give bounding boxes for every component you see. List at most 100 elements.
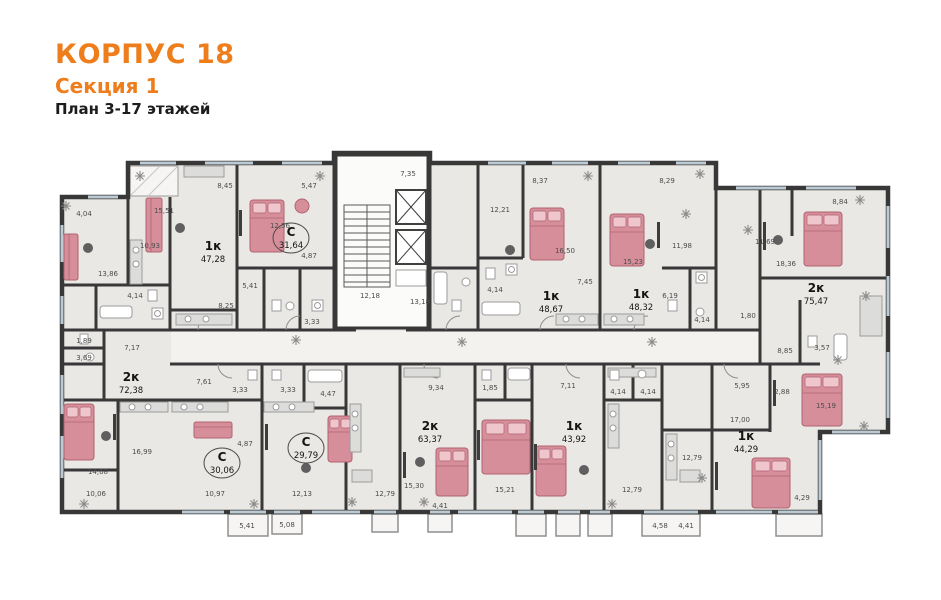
- dimension-label: 1,89: [76, 337, 92, 345]
- dimension-label: 8,85: [777, 347, 793, 355]
- bed-icon: [535, 445, 567, 497]
- kitchen-counter: [607, 403, 620, 449]
- plant-icon: [347, 497, 357, 507]
- dimension-label: 14,68: [88, 468, 108, 476]
- bathtub-icon: [507, 367, 531, 381]
- table-icon: [175, 223, 185, 233]
- dimension-label: 4,41: [432, 502, 448, 510]
- bathtub-icon: [433, 271, 448, 305]
- section-title: Секция 1: [55, 73, 160, 98]
- dimension-label: 7,61: [196, 378, 212, 386]
- apartment-type: 1к: [633, 287, 650, 301]
- plant-icon: [583, 171, 593, 181]
- dimension-label: 8,37: [532, 177, 548, 185]
- bed-icon: [63, 403, 95, 461]
- sofa-icon: [193, 421, 233, 439]
- balcony: [371, 513, 399, 533]
- dimension-label: 11,98: [672, 242, 692, 250]
- apartment-area: 48,32: [629, 303, 653, 313]
- dimension-label: 12,13: [292, 490, 312, 498]
- plant-icon: [61, 201, 71, 211]
- dimension-label: 16,50: [555, 247, 575, 255]
- apartment-label: 1к 43,92: [562, 419, 586, 445]
- plant-icon: [695, 169, 705, 179]
- balcony: [587, 513, 613, 537]
- toilet-icon: [271, 299, 282, 312]
- dimension-label: 7,17: [124, 344, 140, 352]
- dimension-label: 15,30: [404, 482, 424, 490]
- dimension-label: 12,79: [375, 490, 395, 498]
- dimension-label: 15,51: [154, 207, 174, 215]
- toilet-icon: [609, 369, 620, 381]
- table-icon: [415, 457, 425, 467]
- dimension-label: 5,41: [242, 282, 258, 290]
- plant-icon: [419, 497, 429, 507]
- dimension-label: 1,85: [482, 384, 498, 392]
- toilet-icon: [485, 267, 496, 280]
- table-icon: [83, 243, 93, 253]
- tv-icon: [534, 444, 537, 470]
- toilet-icon: [79, 333, 89, 345]
- tv-icon: [763, 222, 766, 250]
- apartment-area: 29,79: [294, 451, 318, 461]
- bathtub-icon: [833, 333, 848, 361]
- apartment-area: 72,38: [119, 386, 143, 396]
- apartment-label: 2к 75,47: [804, 281, 828, 307]
- dimension-label: 7,45: [577, 278, 593, 286]
- apartment-label: 2к 63,37: [418, 419, 442, 445]
- dimension-label: 10,93: [140, 242, 160, 250]
- dimension-label: 12,79: [682, 454, 702, 462]
- kitchen-counter: [175, 313, 233, 326]
- loggia: [129, 165, 179, 197]
- balcony: [427, 513, 453, 533]
- dimension-label: 4,14: [610, 388, 626, 396]
- apartment-type: 1к: [205, 239, 222, 253]
- dimension-label: 12,18: [360, 292, 380, 300]
- bed-icon: [249, 199, 285, 253]
- dimension-label: 8,84: [832, 198, 848, 206]
- dimension-label: 10,06: [86, 490, 107, 498]
- plant-icon: [743, 225, 753, 235]
- dimension-label: 15,23: [623, 258, 643, 266]
- bathtub-icon: [481, 301, 521, 316]
- apartment-area: 48,67: [539, 305, 563, 315]
- kitchen-counter: [603, 313, 645, 326]
- table-icon: [579, 465, 589, 475]
- table-icon: [101, 431, 111, 441]
- apartment-type: 1к: [738, 429, 755, 443]
- dimension-label: 5,47: [301, 182, 317, 190]
- tv-icon: [657, 222, 660, 248]
- dimension-label: 17,00: [730, 416, 750, 424]
- table-icon: [773, 235, 783, 245]
- plant-icon: [291, 335, 301, 345]
- dimension-label: 4,87: [301, 252, 317, 260]
- bed-icon: [801, 373, 843, 427]
- dimension-label: 15,19: [816, 402, 836, 410]
- dimension-label: 8,29: [659, 177, 675, 185]
- apartment-area: 31,64: [279, 241, 303, 251]
- apartment-area: 47,28: [201, 255, 225, 265]
- dimension-label: 13,86: [98, 270, 119, 278]
- dimension-label: 5,41: [239, 522, 255, 530]
- plant-icon: [79, 499, 89, 509]
- plant-icon: [607, 499, 617, 509]
- sink-icon: [695, 307, 705, 317]
- dimension-label: 3,69: [76, 354, 92, 362]
- tv-icon: [477, 430, 480, 460]
- elevator-shaft: [395, 229, 427, 265]
- kitchen-counter: [263, 401, 315, 413]
- toilet-icon: [147, 289, 158, 302]
- dimension-label: 11,69: [755, 238, 775, 246]
- plant-icon: [855, 195, 865, 205]
- tv-icon: [773, 380, 776, 406]
- tv-icon: [403, 452, 406, 478]
- plant-icon: [315, 171, 325, 181]
- wardrobe-icon: [859, 295, 883, 337]
- dimension-label: 15,21: [495, 486, 515, 494]
- door-arc: [285, 315, 301, 331]
- apartment-label: 1к 44,29: [734, 429, 758, 455]
- bed-icon: [529, 207, 565, 261]
- apartment-type: 2к: [808, 281, 825, 295]
- apartment-area: 30,06: [210, 466, 234, 476]
- dimension-label: 4,04: [76, 210, 92, 218]
